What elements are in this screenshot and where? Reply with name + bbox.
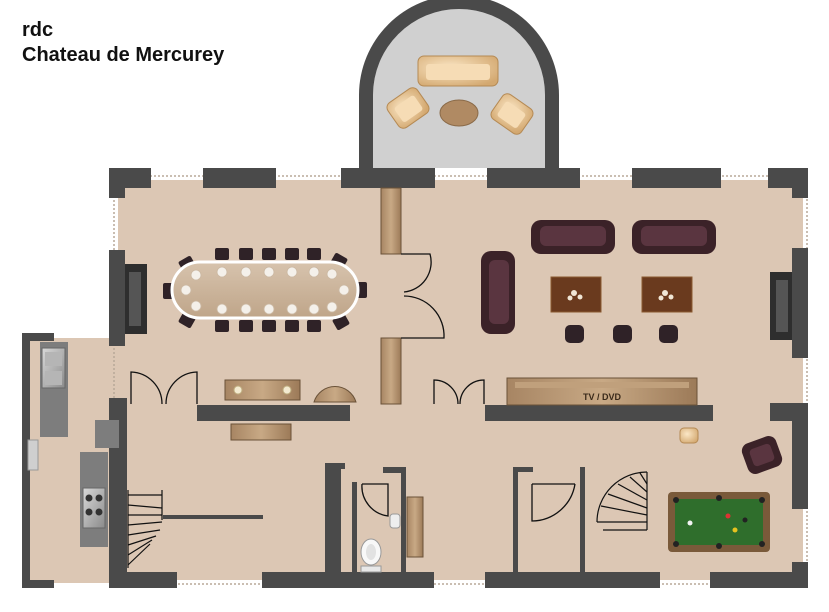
interior-walls — [163, 405, 713, 578]
exterior-walls — [22, 168, 808, 588]
floor-level-label: rdc — [22, 19, 54, 41]
veranda-sofa-seat — [426, 64, 490, 80]
poufs — [565, 325, 678, 343]
partition-panels — [380, 187, 402, 405]
hall-stool — [679, 427, 699, 444]
plan-title: rdc Chateau de Mercurey — [22, 18, 224, 68]
hall-armchair — [741, 436, 783, 474]
table-ornaments — [567, 290, 674, 301]
wc-sink — [389, 513, 401, 529]
staircase-right — [596, 471, 648, 531]
armchair-left — [386, 87, 430, 129]
kitchen-cabinet — [95, 420, 119, 448]
veranda-coffee-table — [439, 99, 479, 127]
sideboard — [224, 379, 357, 441]
tv-label: TV / DVD — [583, 392, 622, 402]
tv-unit: TV / DVD — [506, 377, 698, 406]
toilet — [360, 538, 382, 573]
kitchen — [27, 342, 119, 547]
billiard-balls — [687, 513, 748, 533]
property-name: Chateau de Mercurey — [22, 44, 225, 66]
place-settings — [180, 266, 350, 315]
salon-furniture — [481, 220, 716, 343]
staircase-left — [127, 490, 163, 568]
fireplace-left — [125, 264, 147, 334]
armchair-right — [490, 93, 534, 135]
sofa-left — [481, 251, 515, 334]
billiard-table — [668, 492, 770, 552]
veranda-floor — [373, 9, 545, 168]
veranda — [359, 0, 559, 168]
doors — [130, 253, 576, 522]
wc-cabinet — [406, 496, 424, 558]
kitchen-hob — [82, 487, 106, 529]
sofa-top-left — [531, 220, 615, 254]
fireplace-right — [770, 272, 792, 340]
outer-border — [113, 175, 808, 585]
sofa-top-right — [632, 220, 716, 254]
dining-area — [163, 248, 367, 332]
kitchen-fridge — [27, 439, 39, 471]
